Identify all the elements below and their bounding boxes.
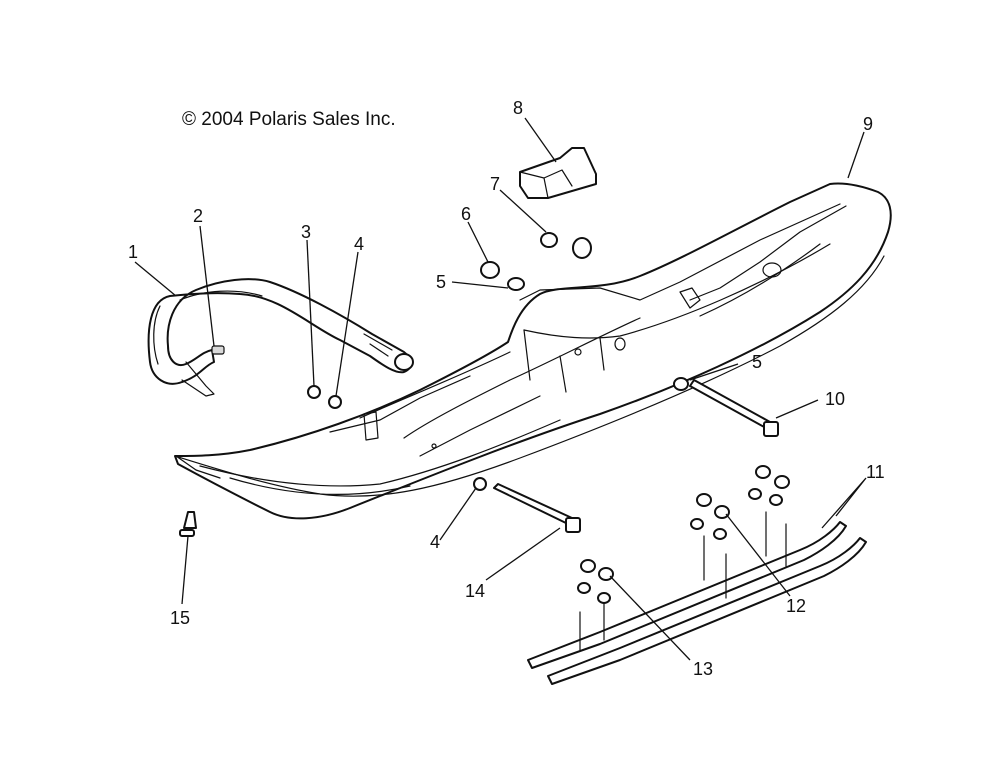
wear-bar-pad-part-8 xyxy=(519,147,597,199)
callout-7: 7 xyxy=(490,174,500,194)
callout-8: 8 xyxy=(513,98,523,118)
carbide-runners-part-11 xyxy=(527,511,867,685)
ski-body-part-9 xyxy=(174,182,892,520)
callout-13: 13 xyxy=(693,659,713,679)
callout-2: 2 xyxy=(193,206,203,226)
nuts-and-washers xyxy=(577,465,790,604)
callout-6: 6 xyxy=(461,204,471,224)
callout-10: 10 xyxy=(825,389,845,409)
callout-5-lower: 5 xyxy=(752,352,762,372)
copyright-notice: © 2004 Polaris Sales Inc. xyxy=(182,109,396,130)
ski-handle-part-1 xyxy=(147,278,414,397)
callout-leaders xyxy=(134,117,867,661)
callout-15: 15 xyxy=(170,608,190,628)
bolts xyxy=(179,379,779,537)
callout-5: 5 xyxy=(436,272,446,292)
callout-1: 1 xyxy=(128,242,138,262)
callout-14: 14 xyxy=(465,581,485,601)
callout-9: 9 xyxy=(863,114,873,134)
callout-12: 12 xyxy=(786,596,806,616)
small-hardware xyxy=(211,232,689,491)
callout-4: 4 xyxy=(354,234,364,254)
callout-11: 11 xyxy=(866,462,885,482)
callout-3: 3 xyxy=(301,222,311,242)
callout-4-lower: 4 xyxy=(430,532,440,552)
callout-numbers: 1 2 3 4 5 6 7 8 9 5 10 11 12 13 14 4 15 xyxy=(128,98,885,679)
